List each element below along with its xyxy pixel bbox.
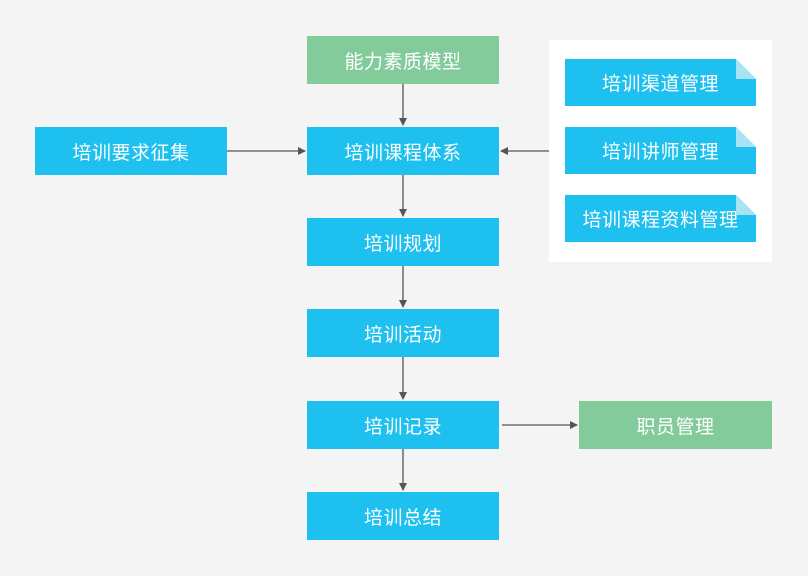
node-course-system: 培训课程体系 [307, 127, 499, 175]
doc-fold-icon [736, 127, 756, 147]
node-training-summary: 培训总结 [307, 492, 499, 540]
doc-fold-icon [736, 59, 756, 79]
node-employee-management: 职员管理 [579, 401, 772, 449]
node-requirement-collection: 培训要求征集 [35, 127, 227, 175]
node-competency-model: 能力素质模型 [307, 36, 499, 84]
doc-course-material-management: 培训课程资料管理 [565, 195, 756, 242]
doc-fold-icon [736, 195, 756, 215]
doc-lecturer-management: 培训讲师管理 [565, 127, 756, 174]
node-training-plan: 培训规划 [307, 218, 499, 266]
doc-channel-management: 培训渠道管理 [565, 59, 756, 106]
node-training-activity: 培训活动 [307, 309, 499, 357]
node-training-record: 培训记录 [307, 401, 499, 449]
